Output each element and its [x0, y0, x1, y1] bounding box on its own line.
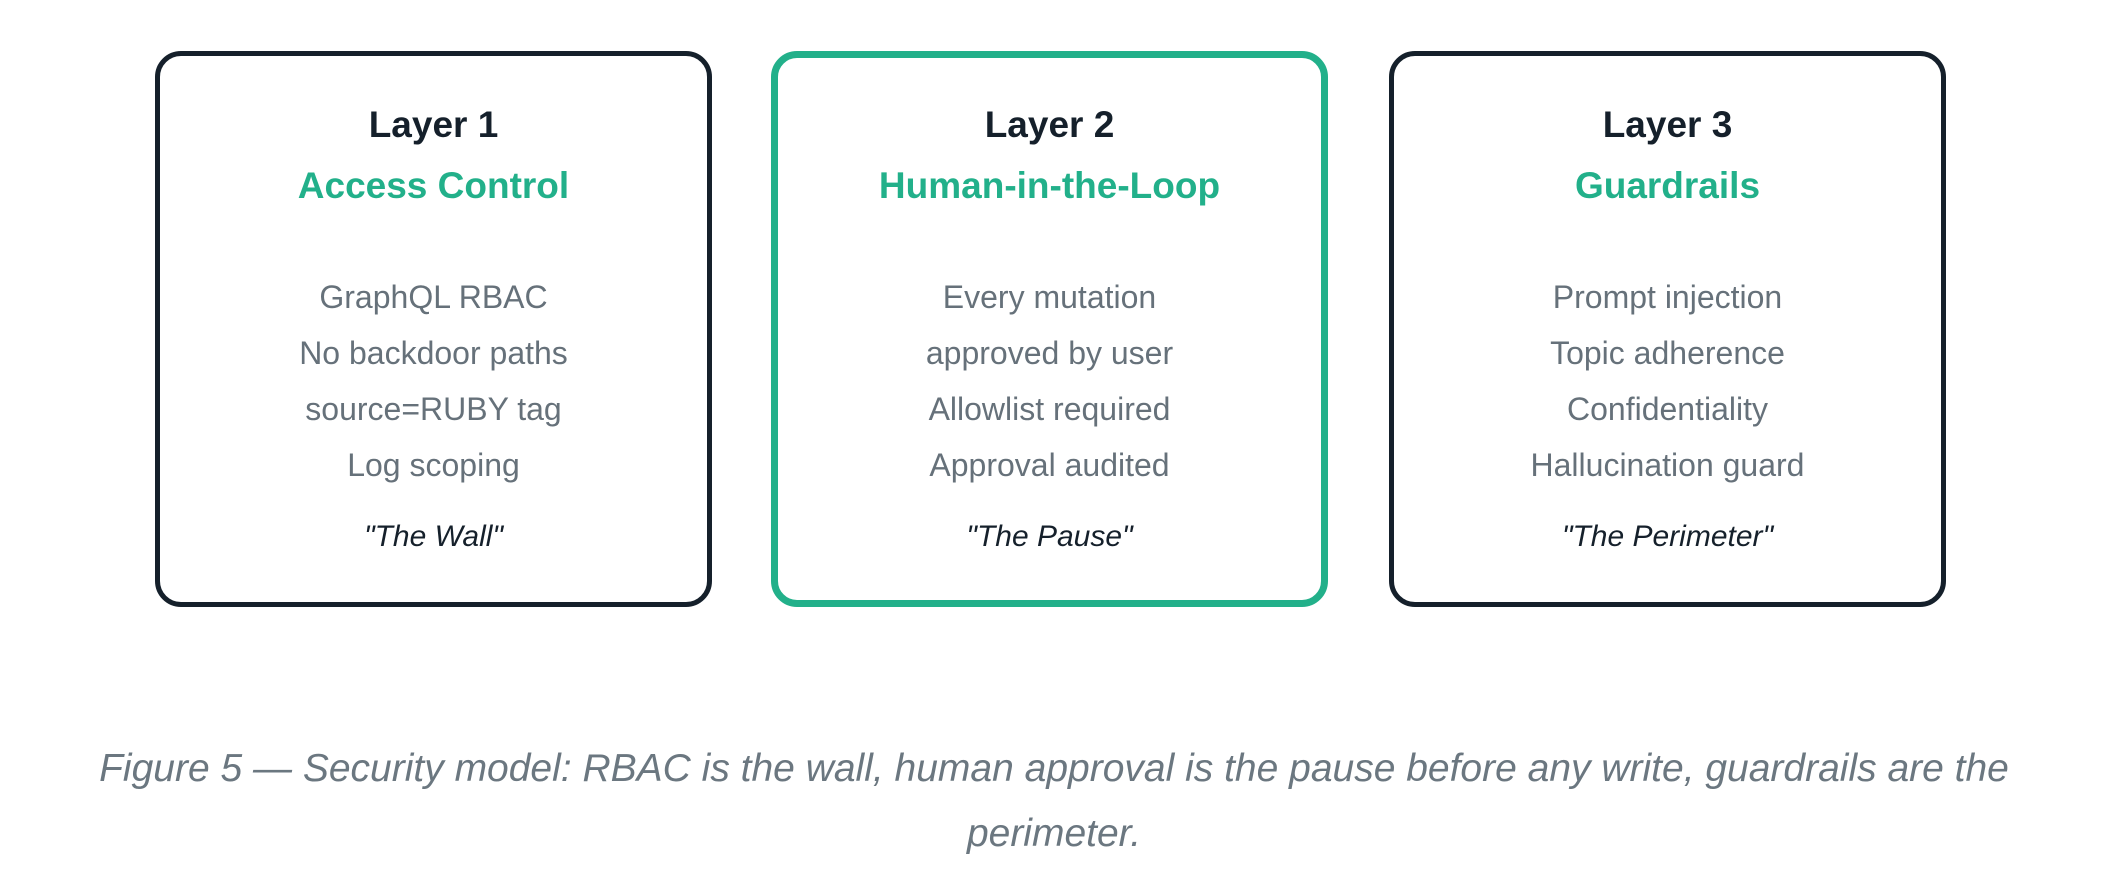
layer-item: Log scoping [347, 447, 520, 483]
layer-item: source=RUBY tag [305, 391, 562, 427]
layer-1-card: Layer 1 Access Control GraphQL RBAC No b… [155, 51, 712, 607]
layer-item: Every mutation [942, 279, 1157, 315]
layer-item-list: Every mutation approved by user Allowlis… [778, 269, 1321, 493]
layer-item: Prompt injection [1552, 279, 1783, 315]
layer-subtitle: Human-in-the-Loop [878, 165, 1221, 206]
layer-3-card: Layer 3 Guardrails Prompt injection Topi… [1389, 51, 1946, 607]
layer-item: Hallucination guard [1530, 447, 1805, 483]
layer-item: approved by user [925, 335, 1174, 371]
layer-item-list: Prompt injection Topic adherence Confide… [1394, 269, 1941, 493]
layer-title: Layer 1 [368, 104, 499, 145]
layer-item-list: GraphQL RBAC No backdoor paths source=RU… [160, 269, 707, 493]
layer-item: Approval audited [929, 447, 1170, 483]
layer-motto: "The Pause" [966, 520, 1133, 553]
layer-2-card: Layer 2 Human-in-the-Loop Every mutation… [771, 51, 1328, 607]
layer-motto: "The Perimeter" [1561, 520, 1774, 553]
layer-item: No backdoor paths [299, 335, 568, 371]
layer-item: Confidentiality [1567, 391, 1768, 427]
layer-motto: "The Wall" [363, 520, 504, 553]
layer-item: Allowlist required [928, 391, 1171, 427]
layer-title: Layer 3 [1602, 104, 1733, 145]
layer-subtitle: Access Control [297, 165, 570, 206]
layer-item: GraphQL RBAC [319, 279, 548, 315]
layer-item: Topic adherence [1550, 335, 1785, 371]
layer-title: Layer 2 [984, 104, 1115, 145]
layer-subtitle: Guardrails [1574, 165, 1761, 206]
figure-caption: Figure 5 — Security model: RBAC is the w… [99, 747, 2009, 855]
